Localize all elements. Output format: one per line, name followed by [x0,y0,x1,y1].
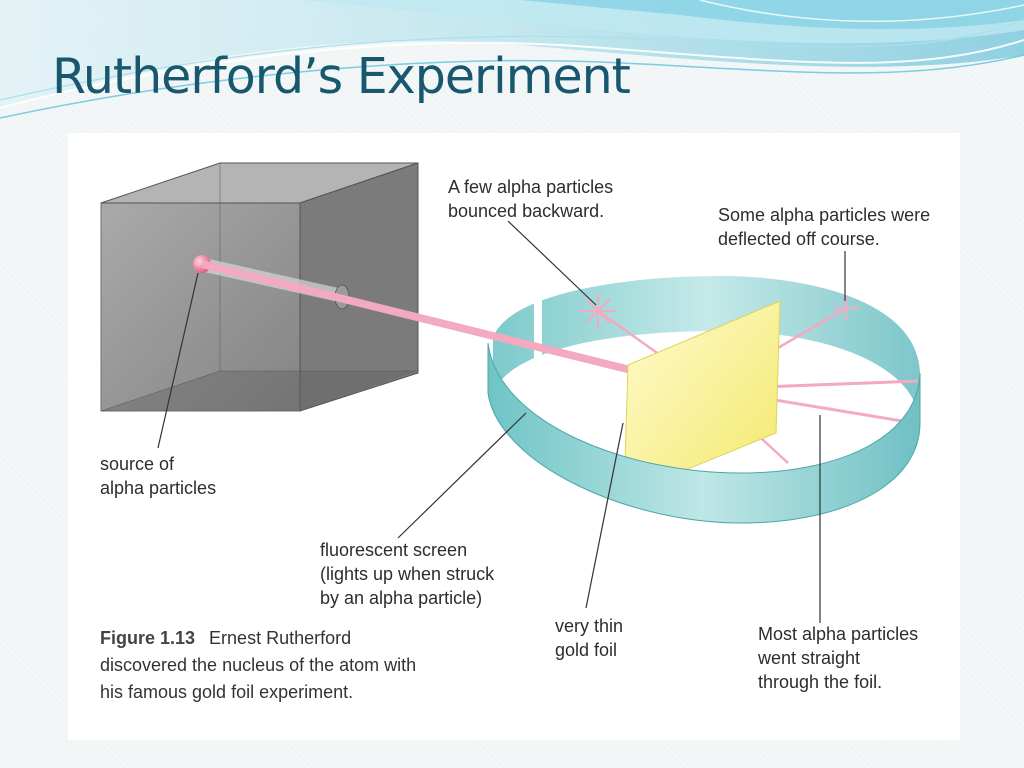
leader-lines [157,220,846,623]
flash-icon [833,295,859,321]
figure-number: Figure 1.13 [100,628,196,648]
caption-line-1: Ernest Rutherford [209,628,352,648]
caption-line-2: discovered the nucleus of the atom with [100,655,417,675]
label-few-bounced: A few alpha particles bounced backward. [448,175,613,223]
label-source-line-1: source of [100,454,175,474]
label-source-line-2: alpha particles [100,478,217,498]
fluorescent-screen-front [487,342,921,524]
gold-foil-diagram [100,162,921,623]
figure-panel: A few alpha particles bounced backward. … [68,133,960,740]
figure-caption: Figure 1.13 Ernest Rutherford discovered … [100,625,416,706]
header-wave-decoration [0,0,1024,119]
label-screen-line-3: by an alpha particle) [320,588,483,608]
label-source: source of alpha particles [100,452,216,500]
alpha-beam [202,260,708,393]
label-fluorescent-screen: fluorescent screen (lights up when struc… [320,538,494,610]
caption-line-3: his famous gold foil experiment. [100,682,354,702]
lead-box [100,162,419,412]
label-straight-line-3: through the foil. [758,672,883,692]
label-screen-line-2: (lights up when struck [320,564,495,584]
label-few-bounced-line-1: A few alpha particles [448,177,614,197]
label-most-straight: Most alpha particles went straight throu… [758,622,918,694]
label-straight-line-2: went straight [758,648,861,668]
label-foil-line-1: very thin [555,616,624,636]
flash-icon [580,293,616,329]
label-screen-line-1: fluorescent screen [320,540,468,560]
label-some-deflected: Some alpha particles were deflected off … [718,203,930,251]
slide-title: Rutherford’s Experiment [52,48,631,105]
label-straight-line-1: Most alpha particles [758,624,919,644]
label-gold-foil: very thin gold foil [555,614,623,662]
label-few-bounced-line-2: bounced backward. [448,201,605,221]
label-some-deflected-line-2: deflected off course. [718,229,880,249]
label-some-deflected-line-1: Some alpha particles were [718,205,931,225]
label-foil-line-2: gold foil [555,640,618,660]
gold-foil [623,300,781,496]
